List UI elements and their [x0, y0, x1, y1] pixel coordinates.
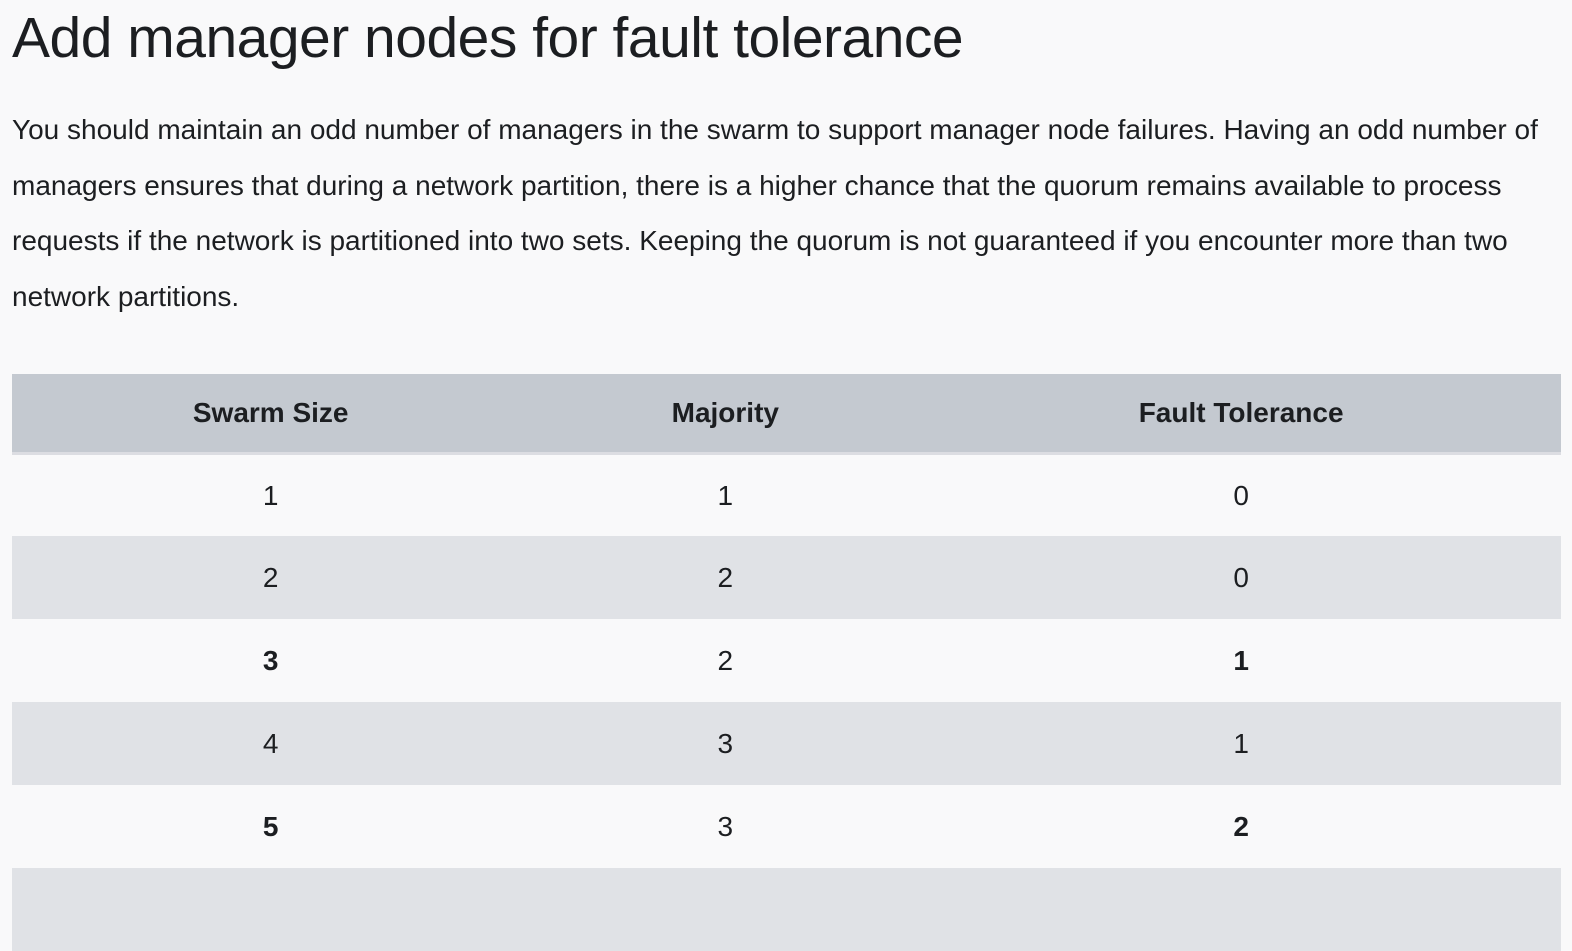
table-cell: 1: [262, 479, 279, 511]
column-header: Swarm Size: [12, 374, 530, 455]
table-cell: 3: [529, 702, 922, 786]
table-cell: 1: [717, 479, 734, 511]
table-cell: 3: [262, 644, 279, 676]
table-cell: 2: [1233, 810, 1249, 842]
table-cell: 0: [921, 536, 1561, 620]
content: Add manager nodes for fault tolerance Yo…: [0, 6, 1572, 951]
table-cell: 5: [262, 810, 279, 842]
table-cell: [921, 868, 1561, 951]
table-row: [12, 868, 1561, 951]
intro-paragraph: You should maintain an odd number of man…: [12, 114, 1538, 312]
table-cell: 1: [1233, 644, 1249, 676]
table-row: 1 1 0: [12, 453, 1561, 536]
table-cell: 2: [12, 536, 530, 620]
page-title: Add manager nodes for fault tolerance: [12, 6, 964, 70]
table-cell: 4: [12, 702, 530, 786]
table-cell: 1: [921, 702, 1561, 786]
column-header: Fault Tolerance: [921, 374, 1561, 455]
table-row: 5 3 2: [12, 785, 1561, 868]
table-cell: 0: [1233, 479, 1249, 511]
table-cell: 2: [529, 536, 922, 620]
table-cell: 2: [717, 644, 734, 676]
page: { "page": { "background": "#f9f9fa", "te…: [0, 6, 1572, 951]
table-cell: [12, 868, 530, 951]
table-cell: 3: [717, 810, 734, 842]
table-cell: [529, 868, 922, 951]
table-row: 3 2 1: [12, 619, 1561, 702]
column-header: Majority: [529, 374, 922, 455]
